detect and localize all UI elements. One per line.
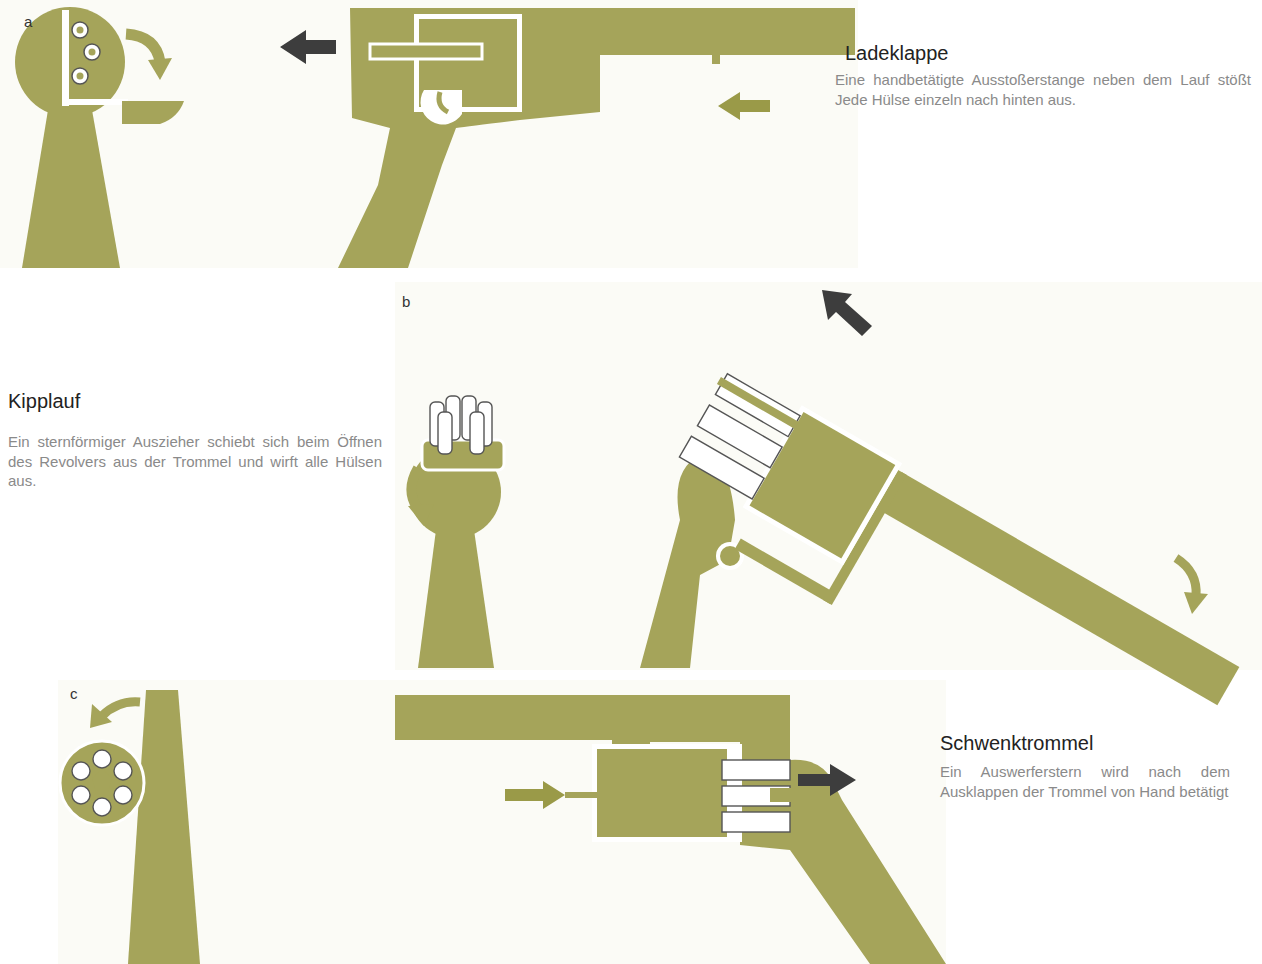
panel-letter: a [24, 12, 32, 32]
panel-ground [58, 680, 946, 964]
front-view [15, 7, 184, 268]
front-view [408, 396, 504, 668]
description-text: Eine handbetätigte Ausstoßerstange neben… [835, 70, 1251, 109]
front-view [60, 690, 200, 964]
loading-gate-revolver [280, 8, 855, 268]
description-text: Ein Auswerferstern wird nach dem Ausklap… [940, 762, 1230, 801]
panel-letter: b [402, 292, 410, 312]
section-heading: Schwenktrommel [940, 730, 1093, 756]
section-heading: Ladeklappe [845, 40, 948, 66]
section-heading: Kipplauf [8, 388, 80, 414]
description-text: Ein sternförmiger Auszieher schiebt sich… [8, 432, 382, 491]
panel-ground [0, 0, 858, 268]
panel-letter: c [70, 684, 78, 704]
swing-out-revolver [395, 695, 946, 964]
